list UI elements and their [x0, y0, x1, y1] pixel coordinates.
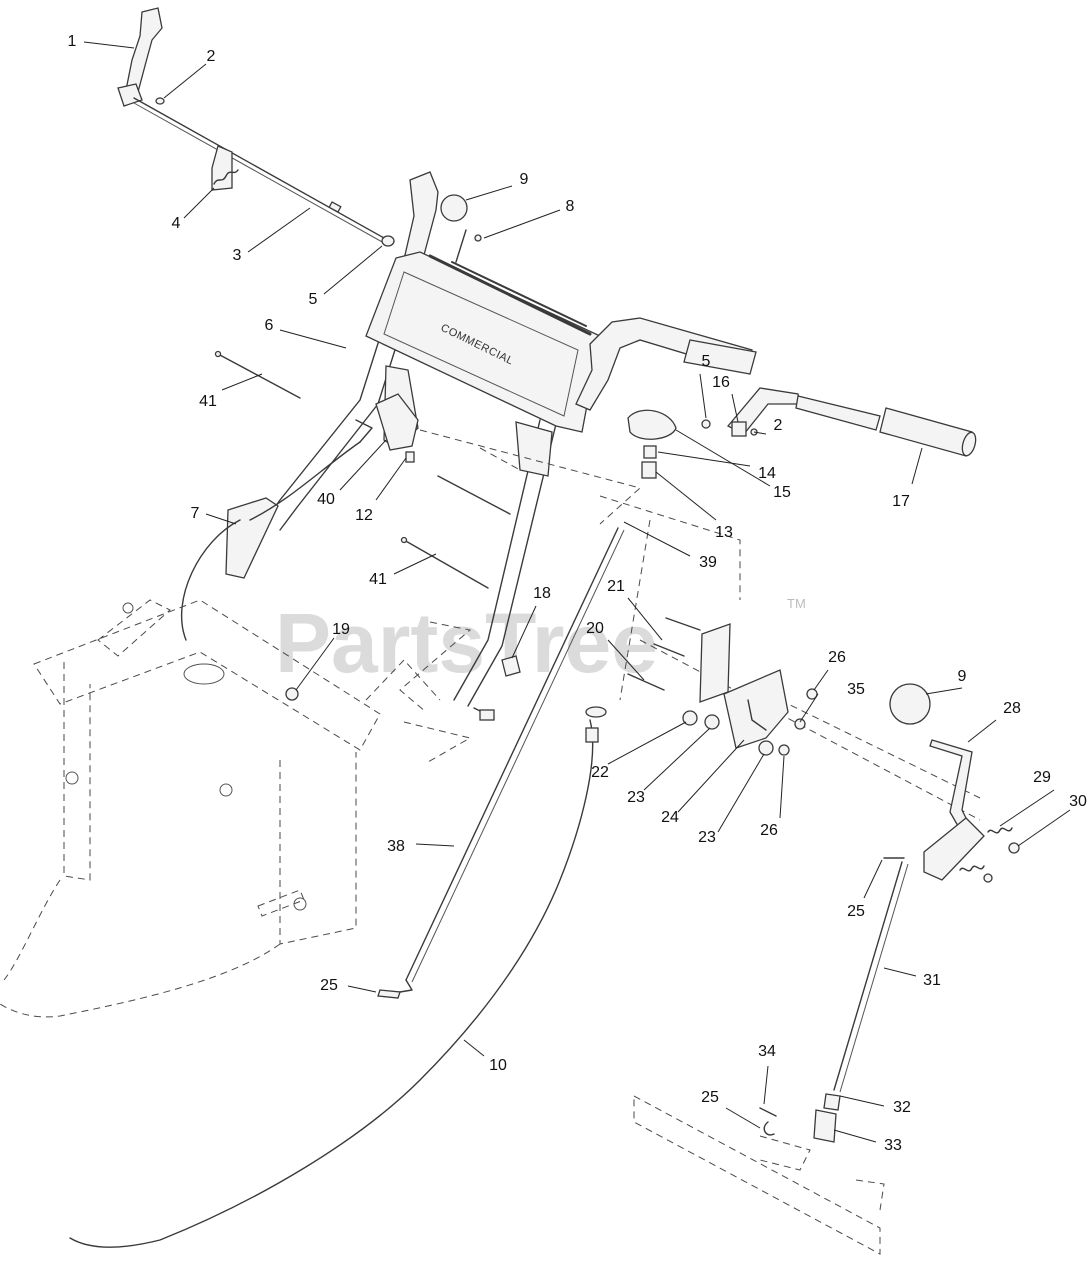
watermark: PartsTree TM — [275, 596, 806, 690]
part-knob-15 — [627, 409, 677, 479]
part-cable-41a — [214, 350, 301, 399]
callout-label: 3 — [233, 247, 242, 264]
callout-label: 2 — [774, 417, 783, 434]
part-lever-28 — [889, 683, 1020, 883]
part-bolts-18-19 — [473, 655, 521, 721]
callout-label: 9 — [958, 668, 967, 685]
callout-label: 23 — [698, 829, 716, 846]
part-bail-bar — [633, 1095, 885, 1255]
callout-label: 19 — [332, 621, 350, 638]
callout-label: 31 — [923, 972, 941, 989]
callout-label: 35 — [847, 681, 865, 698]
callout-label: 33 — [884, 1137, 902, 1154]
part-cable-41b — [400, 475, 511, 589]
callout-label: 1 — [68, 33, 77, 50]
callout-label: 38 — [387, 838, 405, 855]
part-cable-10 — [69, 519, 607, 1248]
callout-label: 4 — [172, 215, 181, 232]
callout-label: 26 — [828, 649, 846, 666]
callout-label: 34 — [758, 1043, 776, 1060]
callout-label: 41 — [369, 571, 387, 588]
watermark-tm: TM — [787, 596, 806, 611]
callout-label: 5 — [702, 353, 711, 370]
callout-label: 18 — [533, 585, 551, 602]
callout-label: 39 — [699, 554, 717, 571]
callout-label: 25 — [847, 903, 865, 920]
alignment-lines — [365, 429, 981, 821]
callout-label: 13 — [715, 524, 733, 541]
part-rod-3 — [133, 97, 395, 247]
callout-label: 40 — [317, 491, 335, 508]
callout-label: 21 — [607, 578, 625, 595]
part-handle-16 — [701, 387, 881, 437]
callout-label: 20 — [586, 620, 604, 637]
part-switch-40 — [249, 393, 419, 521]
callout-label: 29 — [1033, 769, 1051, 786]
callout-label: 12 — [355, 507, 373, 524]
callout-label: 23 — [627, 789, 645, 806]
part-lever-1 — [117, 7, 165, 107]
part-grip-17 — [879, 407, 977, 457]
part-rod-38 — [377, 527, 625, 999]
callout-label: 30 — [1069, 793, 1087, 810]
callout-label: 2 — [207, 48, 216, 65]
callout-label: 16 — [712, 374, 730, 391]
part-rod-31 — [813, 857, 909, 1143]
part-handle-frame: COMMERCIAL — [225, 171, 757, 707]
callout-label: 6 — [265, 317, 274, 334]
callout-label: 8 — [566, 198, 575, 215]
callout-label: 17 — [892, 493, 910, 510]
callout-label: 25 — [701, 1089, 719, 1106]
callout-label: 25 — [320, 977, 338, 994]
callout-label: 14 — [758, 465, 776, 482]
part-spring-bracket-4 — [211, 145, 239, 191]
callout-label: 15 — [773, 484, 791, 501]
callout-label: 22 — [591, 764, 609, 781]
watermark-text: PartsTree — [275, 596, 658, 690]
callout-label: 41 — [199, 393, 217, 410]
callouts: 1 2 2 3 4 5 5 6 7 8 9 9 10 12 13 14 15 — [68, 33, 1087, 1154]
part-knob-9-top — [440, 194, 482, 263]
callout-label: 7 — [191, 505, 200, 522]
callout-label: 28 — [1003, 700, 1021, 717]
callout-label: 5 — [309, 291, 318, 308]
callout-label: 32 — [893, 1099, 911, 1116]
part-bracket-assembly — [627, 617, 818, 756]
part-chassis-frame — [0, 599, 381, 1018]
callout-label: 26 — [760, 822, 778, 839]
callout-label: 10 — [489, 1057, 507, 1074]
callout-label: 9 — [520, 171, 529, 188]
callout-label: 24 — [661, 809, 679, 826]
